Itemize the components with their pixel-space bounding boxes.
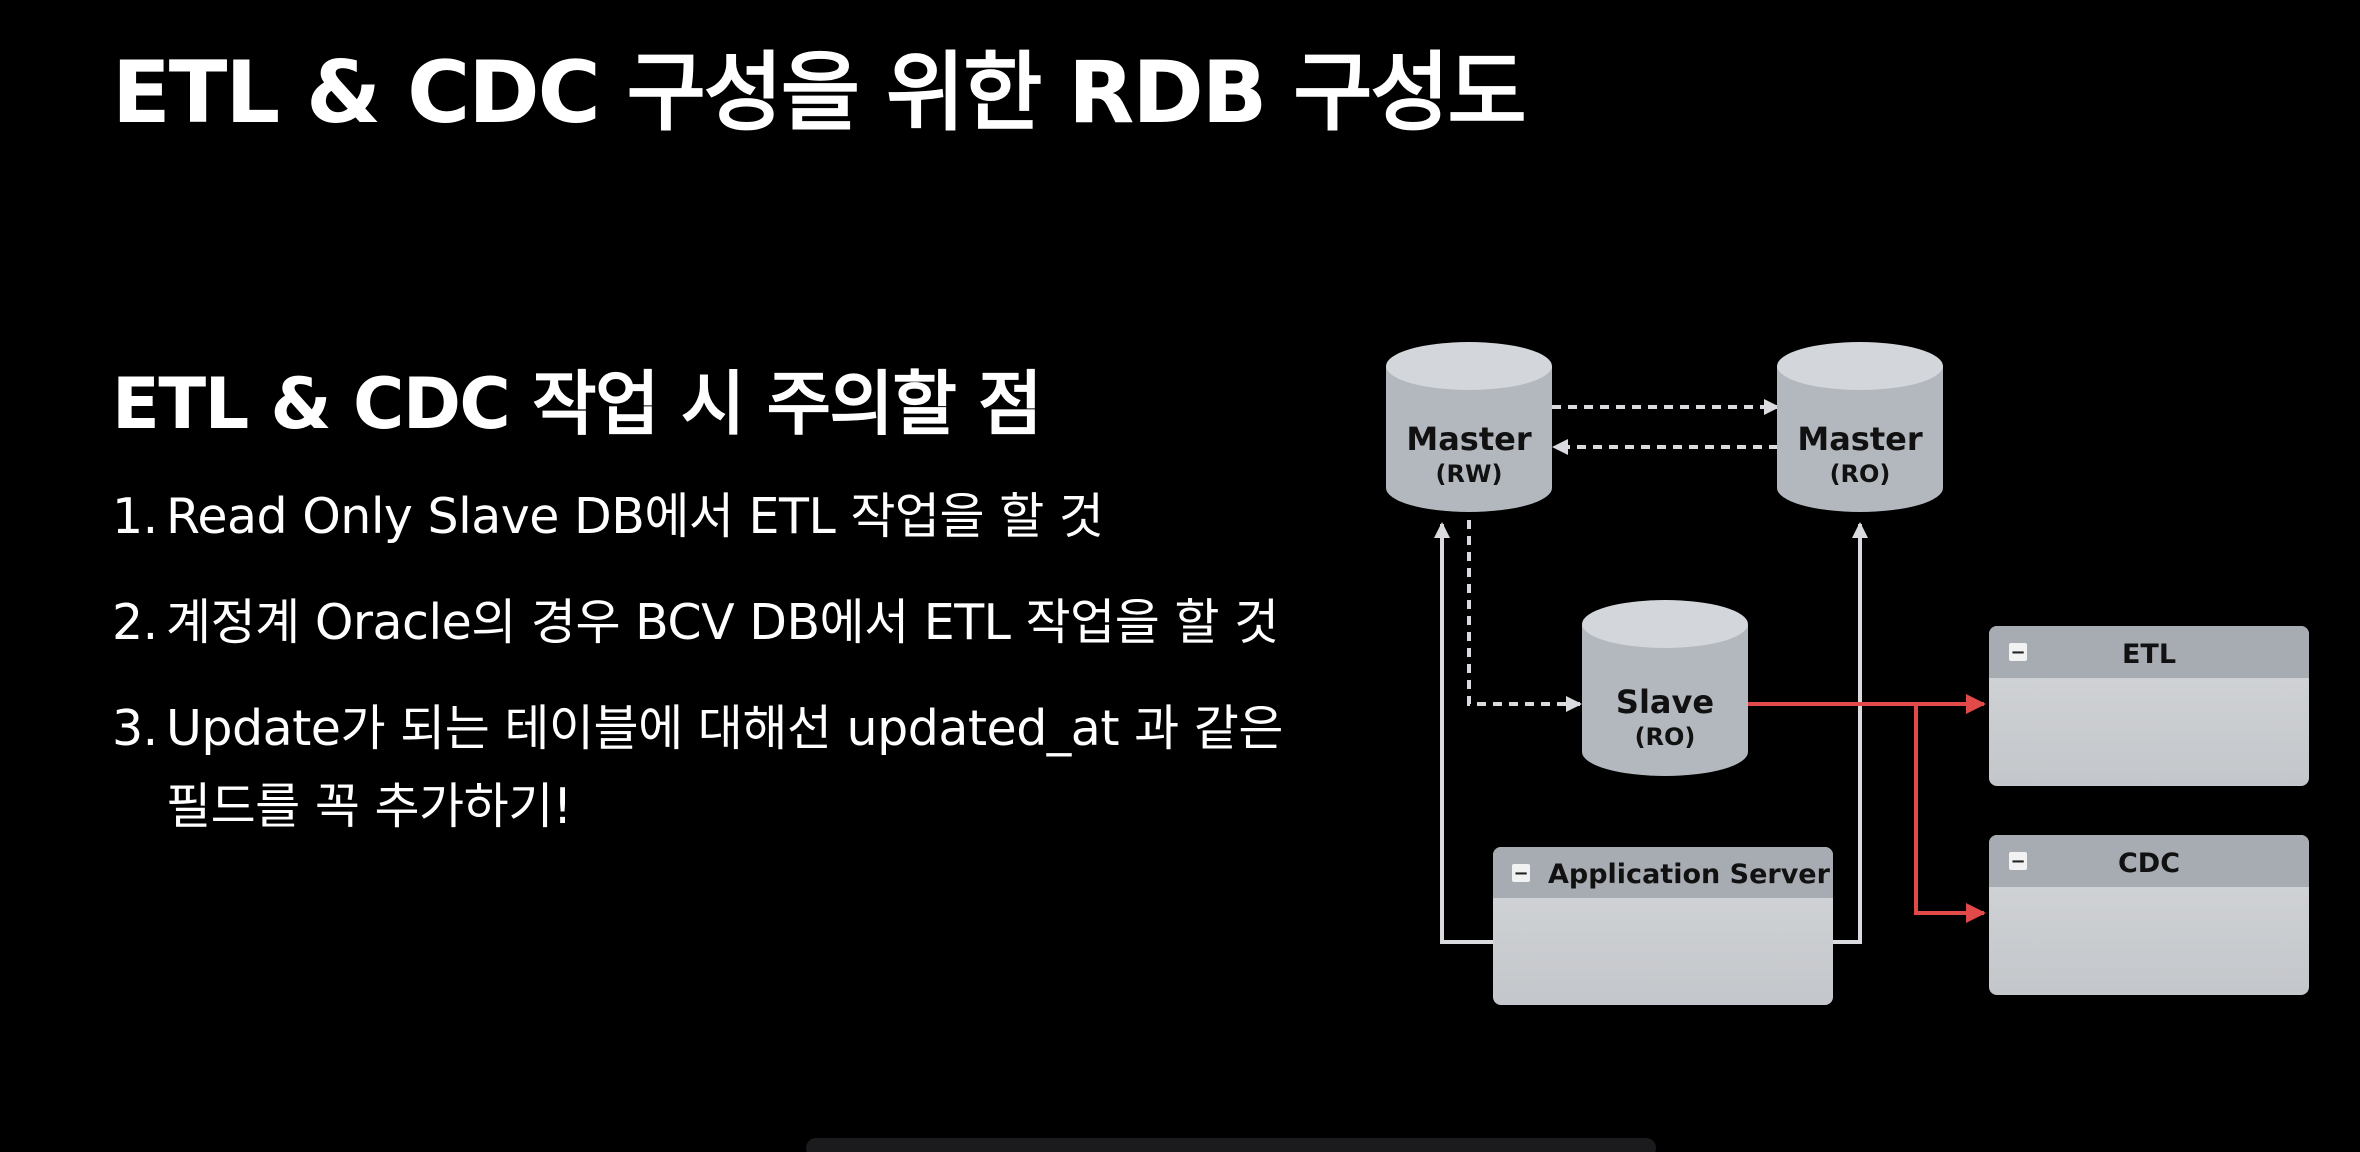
master-rw-database-icon: Master (RW) — [1386, 342, 1552, 512]
list-item-text: Read Only Slave DB에서 ETL 작업을 할 것 — [166, 488, 1104, 545]
master-rw-label: Master — [1406, 420, 1531, 458]
slide-title: ETL & CDC 구성을 위한 RDB 구성도 — [112, 43, 1527, 143]
master-to-slave-arrow — [1467, 520, 1582, 712]
notes-list: 1. Read Only Slave DB에서 ETL 작업을 할 것 2. 계… — [112, 478, 1332, 874]
list-item-text: Update가 되는 테이블에 대해선 updated_at 과 같은 필드를 … — [166, 700, 1283, 835]
master-ro-database-icon: Master (RO) — [1777, 342, 1943, 512]
collapse-icon-glyph: − — [2010, 851, 2025, 872]
slave-label: Slave — [1616, 683, 1714, 721]
etl-box: − ETL — [1989, 626, 2309, 786]
master-ro-label: Master — [1797, 420, 1922, 458]
app-to-master-ro-arrow — [1833, 522, 1868, 944]
application-server-box: − Application Server — [1493, 847, 1833, 1005]
slave-database-icon: Slave (RO) — [1582, 600, 1748, 776]
master-rw-role: (RW) — [1436, 460, 1503, 488]
etl-label: ETL — [2122, 639, 2176, 670]
collapse-icon-glyph: − — [1513, 863, 1528, 884]
collapse-icon[interactable] — [2009, 852, 2027, 870]
collapse-icon[interactable] — [1512, 864, 1530, 882]
master-ro-role: (RO) — [1830, 460, 1891, 488]
cdc-box: − CDC — [1989, 835, 2309, 995]
list-item-number: 2. — [112, 594, 158, 651]
collapse-icon-glyph: − — [2010, 642, 2025, 663]
list-item-number: 1. — [112, 488, 158, 545]
list-item-number: 3. — [112, 700, 158, 757]
slave-to-cdc-arrow — [1914, 704, 1986, 923]
list-item-text: 계정계 Oracle의 경우 BCV DB에서 ETL 작업을 할 것 — [166, 594, 1279, 651]
application-server-label: Application Server — [1548, 859, 1831, 890]
list-item: 3. Update가 되는 테이블에 대해선 updated_at 과 같은 필… — [112, 690, 1332, 846]
list-item: 1. Read Only Slave DB에서 ETL 작업을 할 것 — [112, 478, 1332, 556]
presentation-control-bar — [806, 1138, 1656, 1152]
list-item: 2. 계정계 Oracle의 경우 BCV DB에서 ETL 작업을 할 것 — [112, 584, 1332, 662]
cdc-label: CDC — [2118, 848, 2180, 879]
section-heading: ETL & CDC 작업 시 주의할 점 — [112, 363, 1043, 445]
collapse-icon[interactable] — [2009, 643, 2027, 661]
slave-role: (RO) — [1635, 723, 1696, 751]
app-to-master-rw-arrow — [1434, 522, 1493, 944]
